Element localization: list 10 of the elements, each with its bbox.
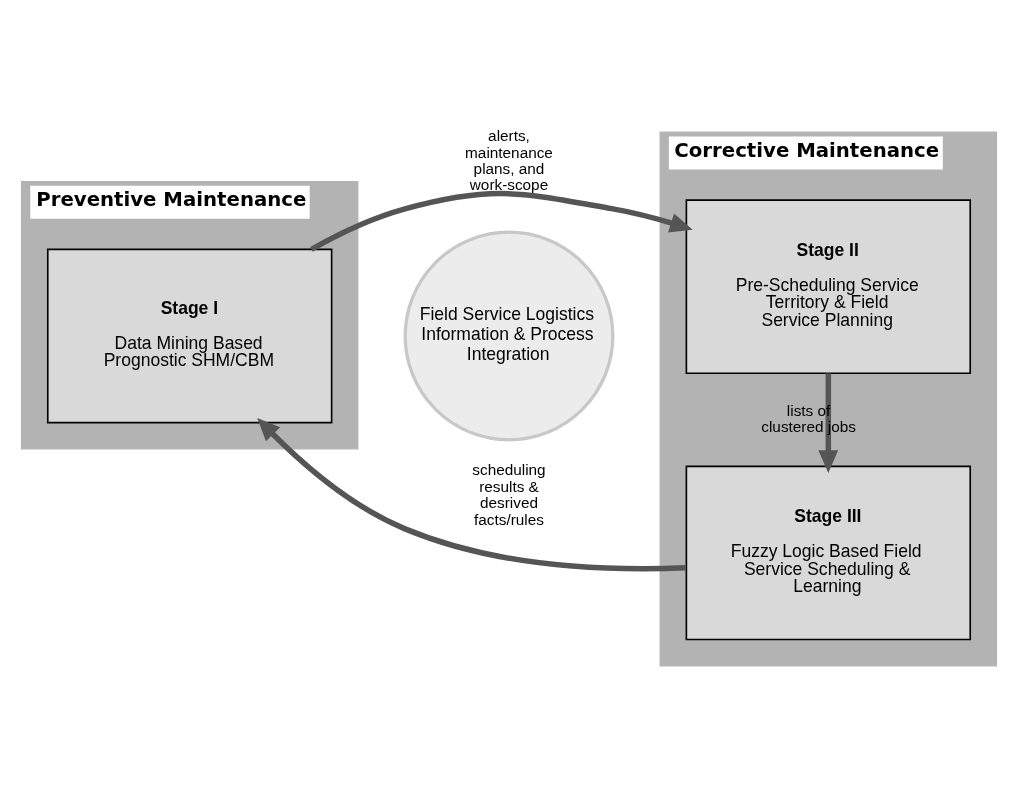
node-box: Stage III Fuzzy Logic Based Field Service Scheduling & Learning [685, 465, 972, 640]
node-box: Stage II Pre-Scheduling Service Territory & Field Service Planning [685, 198, 972, 374]
node-circle: Field Service Logistics Information & Process Integration [403, 230, 615, 441]
edge-label: alerts, maintenance plans, and work-scope [465, 126, 553, 193]
node-box: Stage I Data Mining Based Prognostic SHM/CBM [46, 248, 333, 423]
edge-label: lists of clustered jobs [761, 401, 856, 435]
arrow [310, 190, 693, 252]
edge-label: scheduling results & desrived facts/rules [472, 460, 546, 528]
arrow [818, 372, 839, 473]
arrow [257, 417, 687, 571]
